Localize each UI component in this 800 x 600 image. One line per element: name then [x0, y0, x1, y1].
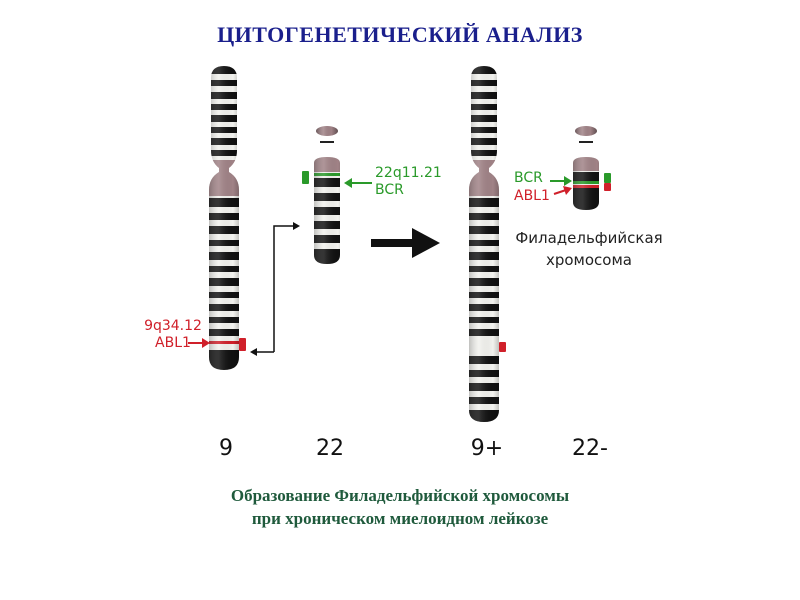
philadelphia-label-line1: Филадельфийская	[515, 229, 662, 247]
abl1-marker-22minus	[604, 183, 611, 191]
gene-label-bcr: BCR	[375, 182, 404, 198]
philadelphia-label-line2: хромосома	[546, 251, 632, 269]
gene-label-abl1-right: ABL1	[514, 188, 550, 204]
chromosome-9	[209, 66, 239, 370]
bcr-pointer-arrow	[344, 178, 372, 188]
bcr-pointer-arrow-right	[550, 176, 572, 186]
abl1-pointer-arrow-right	[553, 186, 572, 195]
bcr-marker-22	[302, 171, 309, 184]
gene-label-bcr-right: BCR	[514, 170, 543, 186]
chromosome-label-9: 9	[219, 436, 233, 461]
figure-caption: Образование Филадельфийской хромосомы пр…	[0, 484, 800, 530]
caption-line-1: Образование Филадельфийской хромосомы	[230, 486, 570, 505]
band-label-22q11: 22q11.21	[375, 165, 442, 181]
abl1-pointer-arrow	[188, 338, 210, 348]
chromosome-22	[314, 126, 340, 264]
transformation-arrow	[371, 228, 440, 258]
abl1-marker-9	[239, 338, 246, 351]
chromosome-label-22-minus: 22-	[572, 436, 608, 461]
bcr-marker-22minus	[604, 173, 611, 183]
page-title: ЦИТОГЕНЕТИЧЕСКИЙ АНАЛИЗ	[217, 22, 583, 47]
gene-label-abl1: ABL1	[155, 335, 191, 351]
caption-line-2: при хроническом миелоидном лейкозе	[251, 509, 549, 528]
chromosome-label-22: 22	[316, 436, 344, 461]
chromosome-22-minus	[573, 126, 599, 210]
chromosome-label-9-plus: 9+	[471, 436, 503, 461]
translocation-connector	[250, 222, 300, 356]
band-label-9q34: 9q34.12	[144, 318, 202, 334]
chromosome-9-plus	[469, 66, 499, 422]
abl1-marker-9plus	[499, 342, 506, 352]
